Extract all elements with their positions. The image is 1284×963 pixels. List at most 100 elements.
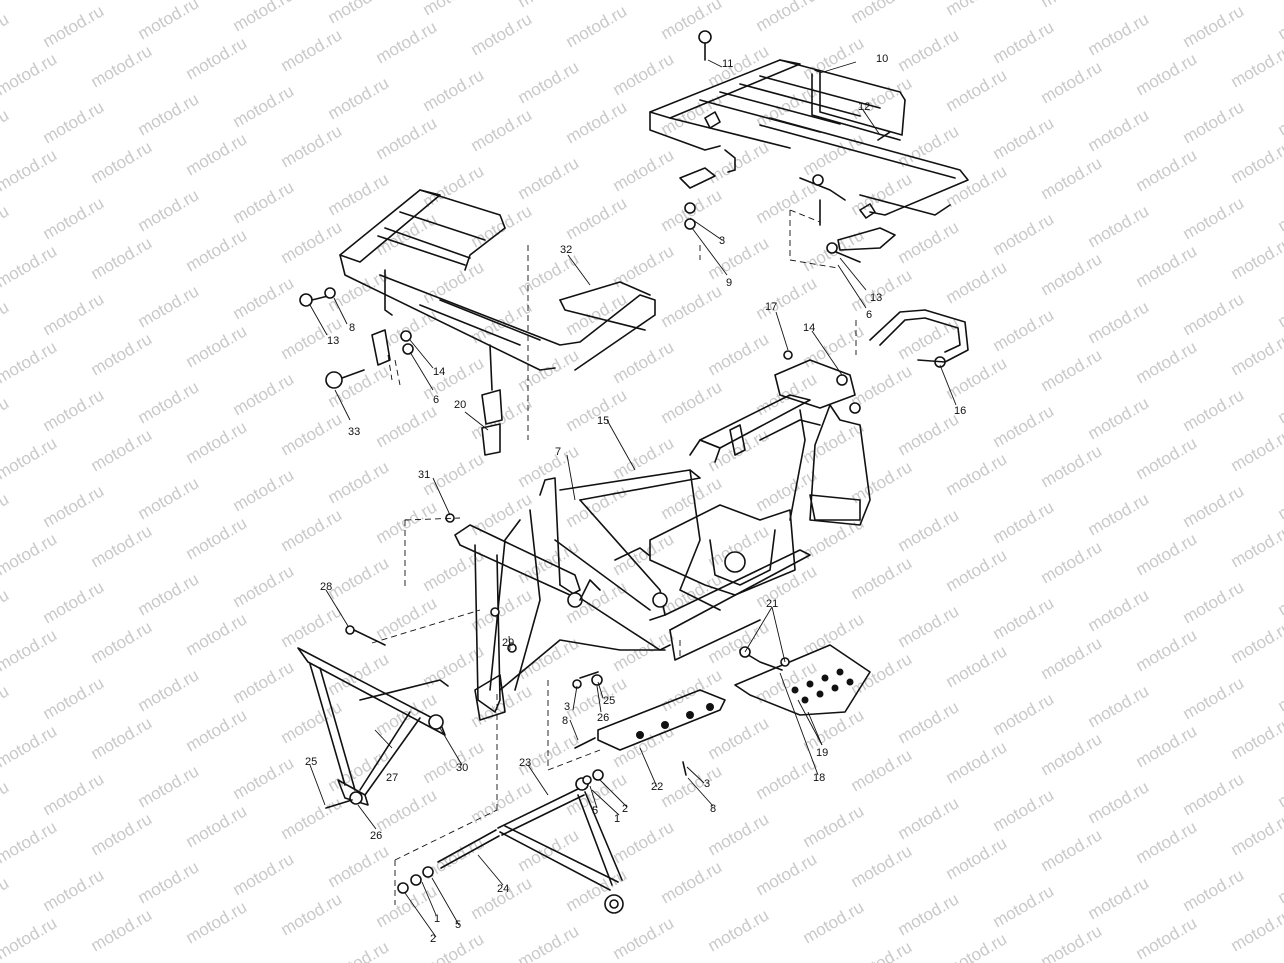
watermark-text: motod.ru [1228, 617, 1284, 667]
watermark-text: motod.ru [990, 689, 1058, 739]
watermark-text: motod.ru [1180, 193, 1248, 243]
callout-27: 27 [386, 772, 398, 784]
watermark-text: motod.ru [1085, 873, 1153, 923]
watermark-text: motod.ru [1275, 857, 1284, 907]
watermark-text: motod.ru [325, 457, 393, 507]
watermark-text: motod.ru [705, 809, 773, 859]
watermark-text: motod.ru [1038, 537, 1106, 587]
watermark-text: motod.ru [278, 121, 346, 171]
watermark-text: motod.ru [0, 393, 12, 443]
watermark-text: motod.ru [135, 377, 203, 427]
callout-26b: 26 [370, 830, 382, 842]
watermark-text: motod.ru [1275, 665, 1284, 715]
watermark-text: motod.ru [230, 0, 298, 35]
watermark-text: motod.ru [0, 489, 12, 539]
watermark-text: motod.ru [1133, 817, 1201, 867]
callout-28: 28 [320, 581, 332, 593]
front-rack-hardware [299, 287, 414, 389]
main-frame [454, 359, 871, 713]
callout-8c: 8 [710, 803, 716, 815]
callout-19: 19 [816, 747, 828, 759]
watermark-text: motod.ru [230, 273, 298, 323]
watermark-text: motod.ru [943, 65, 1011, 115]
watermark-text: motod.ru [0, 0, 60, 3]
watermark-text: motod.ru [895, 697, 963, 747]
watermark-text: motod.ru [1228, 905, 1284, 955]
watermark-text: motod.ru [0, 297, 12, 347]
front-bumper [297, 647, 449, 809]
watermark-text: motod.ru [278, 217, 346, 267]
callout-32: 32 [560, 244, 572, 256]
watermark-text: motod.ru [88, 233, 156, 283]
watermark-text: motod.ru [610, 337, 678, 387]
watermark-text: motod.ru [1038, 249, 1106, 299]
watermark-text: motod.ru [753, 273, 821, 323]
watermark-text: motod.ru [278, 889, 346, 939]
callout-22: 22 [651, 781, 663, 793]
watermark-text: motod.ru [135, 473, 203, 523]
callout-17: 17 [765, 301, 777, 313]
watermark-text: motod.ru [1275, 377, 1284, 427]
watermark-text: motod.ru [468, 489, 536, 539]
watermark-text: motod.ru [183, 417, 251, 467]
watermark-text: motod.ru [420, 353, 488, 403]
watermark-text: motod.ru [373, 497, 441, 547]
front-rack [339, 189, 656, 456]
watermark-text: motod.ru [943, 737, 1011, 787]
watermark-text: motod.ru [943, 641, 1011, 691]
watermark-text: motod.ru [1038, 729, 1106, 779]
callout-7: 7 [555, 446, 561, 458]
bumper-support [474, 674, 506, 721]
watermark-text: motod.ru [1228, 521, 1284, 571]
watermark-text: motod.ru [1180, 385, 1248, 435]
watermark-text: motod.ru [183, 321, 251, 371]
watermark-text: motod.ru [848, 937, 916, 963]
watermark-text: motod.ru [88, 137, 156, 187]
watermark-text: motod.ru [40, 673, 108, 723]
watermark-text: motod.ru [1133, 913, 1201, 963]
watermark-text: motod.ru [515, 153, 583, 203]
watermark-text: motod.ru [705, 713, 773, 763]
watermark-text: motod.ru [990, 593, 1058, 643]
a-arm [397, 769, 624, 914]
watermark-text: motod.ru [895, 793, 963, 843]
watermark-text: motod.ru [183, 897, 251, 947]
watermark-text: motod.ru [230, 561, 298, 611]
watermark-text: motod.ru [468, 873, 536, 923]
alignment-lines [371, 209, 857, 905]
watermark-text: motod.ru [0, 9, 12, 59]
watermark-text: motod.ru [0, 49, 60, 99]
watermark-text: motod.ru [753, 177, 821, 227]
watermark-text: motod.ru [1275, 473, 1284, 523]
frame-hardware [345, 350, 946, 689]
watermark-text: motod.ru [1085, 201, 1153, 251]
callout-6: 6 [866, 309, 872, 321]
watermark-text: motod.ru [848, 841, 916, 891]
watermark-text: motod.ru [40, 193, 108, 243]
watermark-text: motod.ru [40, 97, 108, 147]
watermark-text: motod.ru [610, 721, 678, 771]
watermark-text: motod.ru [373, 593, 441, 643]
watermark-text: motod.ru [135, 665, 203, 715]
watermark-text: motod.ru [88, 905, 156, 955]
watermark-text: motod.ru [1180, 673, 1248, 723]
callout-3: 3 [719, 235, 725, 247]
watermark-text: motod.ru [895, 409, 963, 459]
watermark-text: motod.ru [468, 105, 536, 155]
watermark-text: motod.ru [1038, 825, 1106, 875]
watermark-text: motod.ru [0, 105, 12, 155]
watermark-text: motod.ru [1133, 49, 1201, 99]
watermark-text: motod.ru [325, 73, 393, 123]
watermark-text: motod.ru [658, 377, 726, 427]
watermark-text: motod.ru [1275, 761, 1284, 811]
watermark-text: motod.ru [183, 801, 251, 851]
watermark-text: motod.ru [1180, 97, 1248, 147]
watermark-text: motod.ru [990, 113, 1058, 163]
watermark-text: motod.ru [183, 705, 251, 755]
watermark-text: motod.ru [1038, 345, 1106, 395]
watermark-text: motod.ru [800, 609, 868, 659]
watermark-text: motod.ru [325, 937, 393, 963]
callout-25b: 25 [305, 756, 317, 768]
watermark-text: motod.ru [1085, 297, 1153, 347]
